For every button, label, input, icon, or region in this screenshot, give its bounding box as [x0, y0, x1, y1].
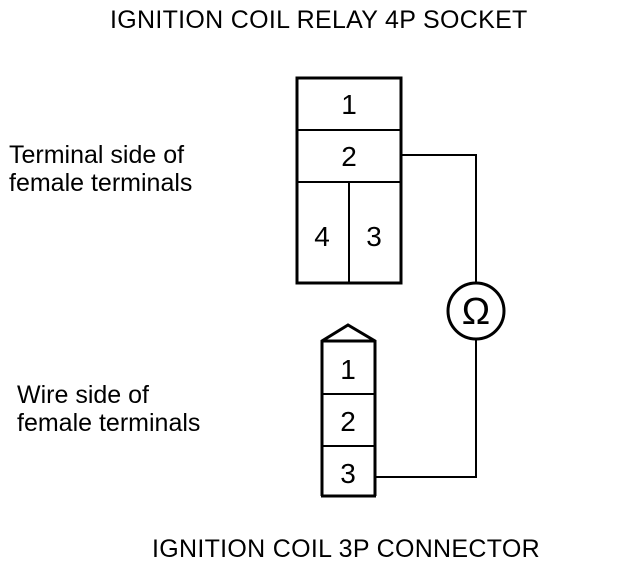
terminal-side-label-line1: Terminal side of: [9, 141, 185, 169]
relay-socket-title: IGNITION COIL RELAY 4P SOCKET: [110, 6, 528, 34]
ohmmeter-circle: [446, 281, 506, 341]
terminal-side-label-line2: female terminals: [9, 169, 193, 197]
terminal-side-label: Terminal side of female terminals: [9, 141, 192, 197]
test-leads: [375, 154, 477, 478]
ohmmeter-icon: Ω: [446, 281, 506, 341]
relay-terminal-2: 2: [341, 141, 357, 172]
lead-relay-terminal-2: [401, 154, 477, 283]
coil-connector: [320, 323, 377, 498]
relay-terminal-1: 1: [341, 89, 357, 120]
ohm-symbol: Ω: [462, 291, 490, 333]
lead-coil-terminal-3: [375, 339, 477, 478]
coil-connector-title: IGNITION COIL 3P CONNECTOR: [152, 535, 540, 563]
wire-side-label-line2: female terminals: [17, 409, 201, 437]
relay-terminal-3: 3: [366, 221, 382, 252]
wire-side-label-line1: Wire side of: [17, 381, 149, 409]
coil-connector-outline: [320, 323, 377, 496]
relay-terminal-4: 4: [314, 221, 330, 252]
wire-side-label: Wire side of female terminals: [17, 381, 200, 437]
coil-terminal-3: 3: [340, 458, 356, 489]
coil-terminal-2: 2: [340, 406, 356, 437]
relay-socket: [295, 76, 403, 285]
coil-terminal-1: 1: [340, 354, 356, 385]
